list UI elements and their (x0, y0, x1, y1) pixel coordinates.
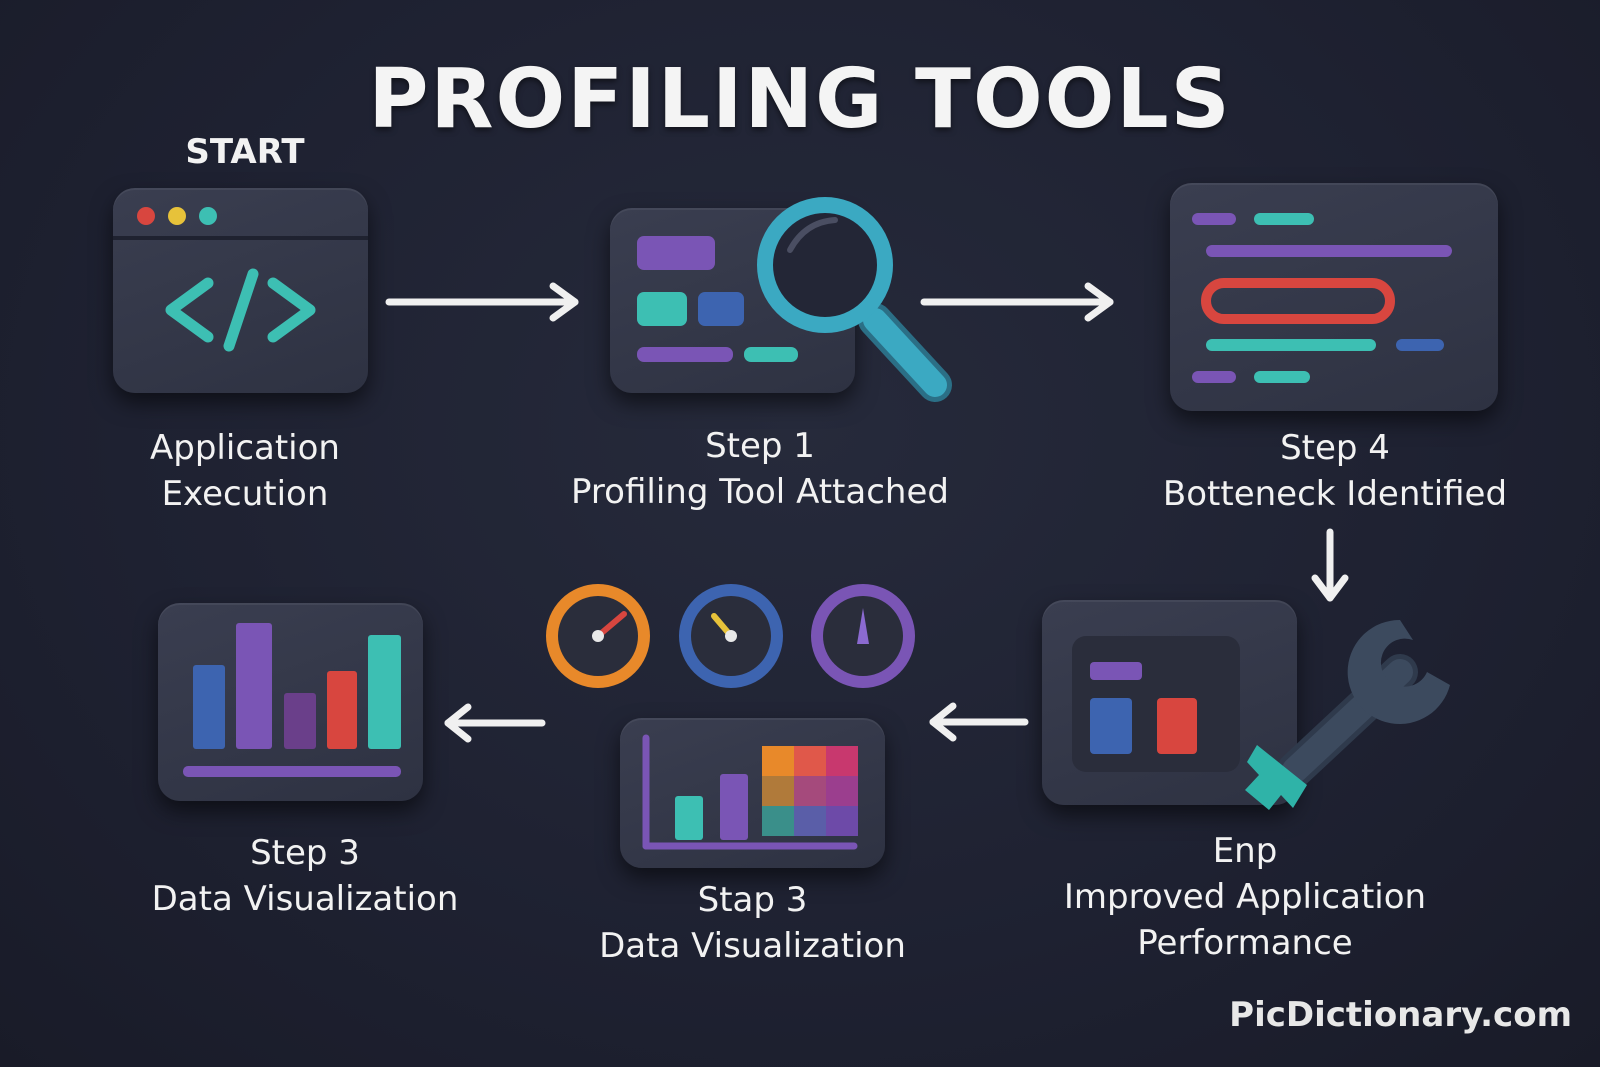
bar-chart-icon (158, 603, 423, 801)
step-caption-step1: Step 1 Profiling Tool Attached (540, 423, 980, 515)
profiler-dashboard-panel (610, 208, 855, 393)
arrow-left-icon (444, 703, 546, 743)
caption-line: Enp (1212, 831, 1278, 871)
arrow-right-icon (920, 282, 1114, 322)
caption-line: Performance (1137, 923, 1353, 963)
caption-line: Profiling Tool Attached (571, 472, 949, 512)
wrench-icon (1245, 619, 1450, 810)
gauges-icon (546, 584, 915, 688)
step-caption-step3a: Step 3 Data Visualization (130, 830, 480, 922)
caption-line: Application (150, 428, 340, 468)
speed-gauge-blue (679, 584, 783, 688)
step-caption-app: Application Execution (100, 425, 390, 517)
caption-line: Step 1 (705, 426, 815, 466)
caption-line: Execution (161, 474, 329, 514)
heatmap-chart-panel (620, 718, 885, 868)
arrow-down-icon (1311, 528, 1349, 602)
page-title: PROFILING TOOLS (368, 52, 1232, 147)
caption-line: Botteneck Identified (1162, 474, 1508, 514)
code-highlight-icon (1170, 183, 1498, 411)
step-caption-step4: Step 4 Botteneck Identified (1130, 425, 1540, 517)
start-label: START (185, 132, 305, 172)
caption-line: Stap 3 (697, 880, 808, 920)
caption-line: Improved Application (1063, 877, 1427, 917)
watermark: PicDictionary.com (1229, 995, 1572, 1035)
magnifier-icon (757, 197, 952, 402)
app-window-graphic (1072, 636, 1240, 772)
caption-line: Data Visualization (599, 926, 906, 966)
speed-gauge-purple (811, 584, 915, 688)
caption-line: Data Visualization (151, 879, 459, 919)
caption-line: Step 3 (250, 833, 360, 873)
caption-line: Step 4 (1280, 428, 1390, 468)
app-window-panel (1042, 600, 1297, 805)
arrow-left-icon (929, 702, 1029, 742)
arrow-right-icon (385, 282, 579, 322)
step-caption-step3b: Stap 3 Data Visualization (570, 877, 935, 969)
step-caption-end: Enp Improved Application Performance (1030, 828, 1460, 966)
dashboard-graphic (637, 236, 798, 362)
code-window-icon (113, 188, 368, 393)
heatmap-chart-graphic (642, 734, 858, 850)
code-window-graphic (113, 207, 368, 352)
code-lines-graphic (1192, 213, 1452, 383)
speed-gauge-orange (546, 584, 650, 688)
bar-chart-graphic (183, 623, 401, 777)
